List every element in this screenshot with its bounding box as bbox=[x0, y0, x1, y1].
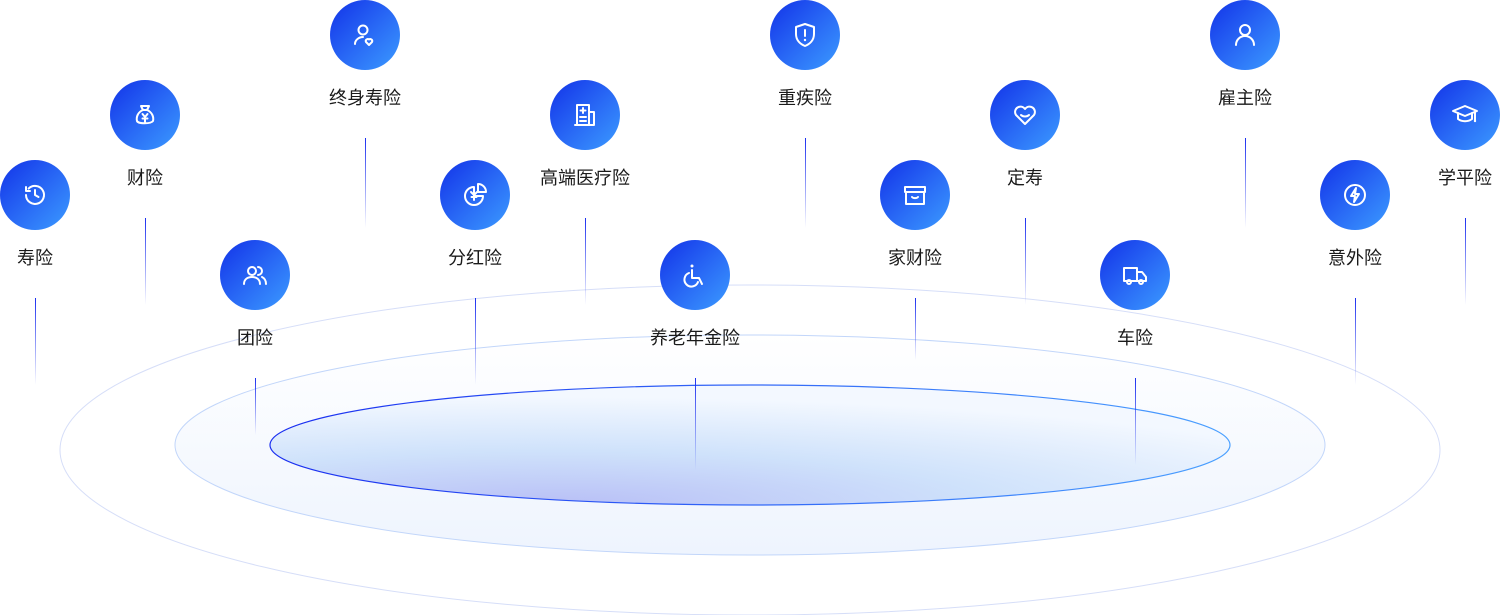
insurance-label: 意外险 bbox=[1328, 248, 1382, 269]
connector-line bbox=[145, 218, 146, 305]
wheelchair-icon bbox=[683, 264, 703, 288]
insurance-label: 家财险 bbox=[888, 248, 942, 269]
connector-line bbox=[1025, 218, 1026, 305]
insurance-icon-button[interactable] bbox=[440, 160, 510, 230]
insurance-icon-button[interactable] bbox=[770, 0, 840, 70]
connector-line bbox=[1465, 218, 1466, 305]
connector-line bbox=[1135, 378, 1136, 465]
insurance-icon-button[interactable] bbox=[330, 0, 400, 70]
insurance-label: 分红险 bbox=[448, 248, 502, 269]
graduation-cap-icon bbox=[1452, 105, 1478, 123]
insurance-label: 车险 bbox=[1117, 328, 1153, 349]
insurance-label: 寿险 bbox=[17, 248, 53, 269]
insurance-label: 定寿 bbox=[1007, 168, 1043, 189]
insurance-label: 重疾险 bbox=[778, 88, 832, 109]
insurance-icon-button[interactable] bbox=[220, 240, 290, 310]
insurance-icon-button[interactable] bbox=[1320, 160, 1390, 230]
connector-line bbox=[365, 138, 366, 228]
connector-line bbox=[475, 298, 476, 385]
user-icon bbox=[1235, 24, 1255, 46]
user-heart-icon bbox=[354, 24, 374, 46]
insurance-label: 终身寿险 bbox=[329, 88, 401, 109]
connector-line bbox=[585, 218, 586, 305]
clock-history-icon bbox=[25, 184, 45, 205]
insurance-label: 学平险 bbox=[1438, 168, 1492, 189]
users-icon bbox=[243, 266, 267, 285]
money-bag-icon bbox=[135, 105, 155, 125]
truck-icon bbox=[1123, 267, 1147, 285]
connector-line bbox=[255, 378, 256, 435]
box-icon bbox=[904, 186, 926, 205]
insurance-label: 养老年金险 bbox=[650, 328, 740, 349]
insurance-icon-button[interactable] bbox=[0, 160, 70, 230]
connector-line bbox=[1245, 138, 1246, 228]
yen-pie-icon bbox=[464, 183, 487, 206]
connector-line bbox=[915, 298, 916, 360]
inner-ring bbox=[269, 384, 1231, 506]
insurance-icon-button[interactable] bbox=[110, 80, 180, 150]
insurance-icon-button[interactable] bbox=[660, 240, 730, 310]
connector-line bbox=[1355, 298, 1356, 385]
lightning-icon bbox=[1344, 184, 1366, 206]
connector-line bbox=[35, 298, 36, 385]
insurance-label: 团险 bbox=[237, 328, 273, 349]
outer-ring bbox=[59, 284, 1441, 615]
insurance-icon-button[interactable] bbox=[880, 160, 950, 230]
insurance-icon-button[interactable] bbox=[1100, 240, 1170, 310]
hospital-icon bbox=[574, 104, 595, 126]
shield-alert-icon bbox=[795, 23, 815, 47]
insurance-icon-button[interactable] bbox=[990, 80, 1060, 150]
insurance-icon-button[interactable] bbox=[550, 80, 620, 150]
heart-icon bbox=[1014, 105, 1036, 125]
insurance-label: 雇主险 bbox=[1218, 88, 1272, 109]
insurance-label: 高端医疗险 bbox=[540, 168, 630, 189]
insurance-label: 财险 bbox=[127, 168, 163, 189]
insurance-icon-button[interactable] bbox=[1210, 0, 1280, 70]
insurance-icon-button[interactable] bbox=[1430, 80, 1500, 150]
connector-line bbox=[695, 378, 696, 470]
connector-line bbox=[805, 138, 806, 228]
